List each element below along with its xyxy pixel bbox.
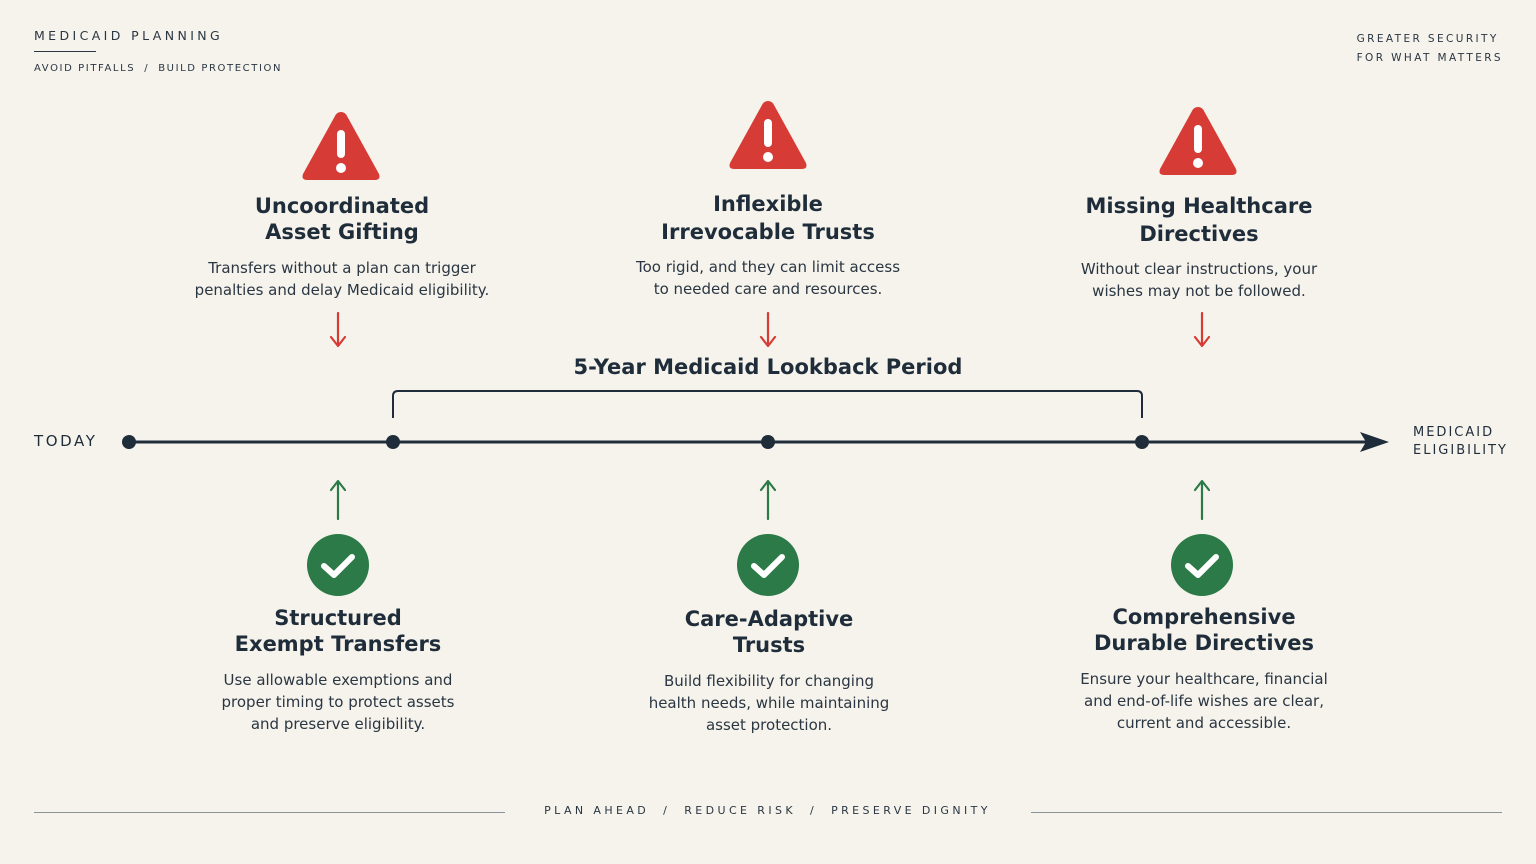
warning-triangle-icon xyxy=(1159,107,1237,175)
check-circle-icon xyxy=(1171,534,1233,596)
lookback-period-label: 5-Year Medicaid Lookback Period xyxy=(573,355,963,379)
check-circle-icon xyxy=(307,534,369,596)
arrow-down-icon xyxy=(329,311,347,348)
timeline-node xyxy=(1135,435,1149,449)
brand-underline xyxy=(34,51,96,52)
end-label-line: ELIGIBILITY xyxy=(1413,443,1508,458)
arrow-up-icon xyxy=(759,479,777,521)
tagline-line: FOR WHAT MATTERS xyxy=(1356,52,1503,64)
footer-rule-left xyxy=(34,812,505,813)
timeline-start-label: TODAY xyxy=(34,432,98,450)
arrow-down-icon xyxy=(759,311,777,348)
brand-title: MEDICAID PLANNING xyxy=(34,28,224,43)
footer-separator: / xyxy=(810,804,818,817)
subtag-separator: / xyxy=(144,63,150,74)
footer-rule-right xyxy=(1031,812,1502,813)
timeline-node xyxy=(386,435,400,449)
timeline-node xyxy=(761,435,775,449)
footer-item: REDUCE RISK xyxy=(684,804,796,817)
timeline-arrowhead xyxy=(1360,432,1389,452)
timeline-node-today xyxy=(122,435,136,449)
lookback-bracket xyxy=(392,390,1143,418)
footer-item: PLAN AHEAD xyxy=(544,804,650,817)
arrow-up-icon xyxy=(329,479,347,521)
subtag-item: AVOID PITFALLS xyxy=(34,63,136,74)
arrow-down-icon xyxy=(1193,311,1211,348)
subtagline: AVOID PITFALLS / BUILD PROTECTION xyxy=(34,63,282,74)
check-circle-icon xyxy=(737,534,799,596)
timeline-end-label: MEDICAID ELIGIBILITY xyxy=(1413,424,1508,460)
footer-separator: / xyxy=(663,804,671,817)
arrow-up-icon xyxy=(1193,479,1211,521)
footer-item: PRESERVE DIGNITY xyxy=(831,804,991,817)
warning-triangle-icon xyxy=(302,112,380,180)
subtag-item: BUILD PROTECTION xyxy=(158,63,283,74)
warning-triangle-icon xyxy=(729,101,807,169)
tagline-line: GREATER SECURITY xyxy=(1356,33,1499,45)
tagline: GREATER SECURITY FOR WHAT MATTERS xyxy=(1357,30,1503,68)
footer-motto: PLAN AHEAD / REDUCE RISK / PRESERVE DIGNITY xyxy=(505,804,1030,817)
end-label-line: MEDICAID xyxy=(1413,425,1495,440)
